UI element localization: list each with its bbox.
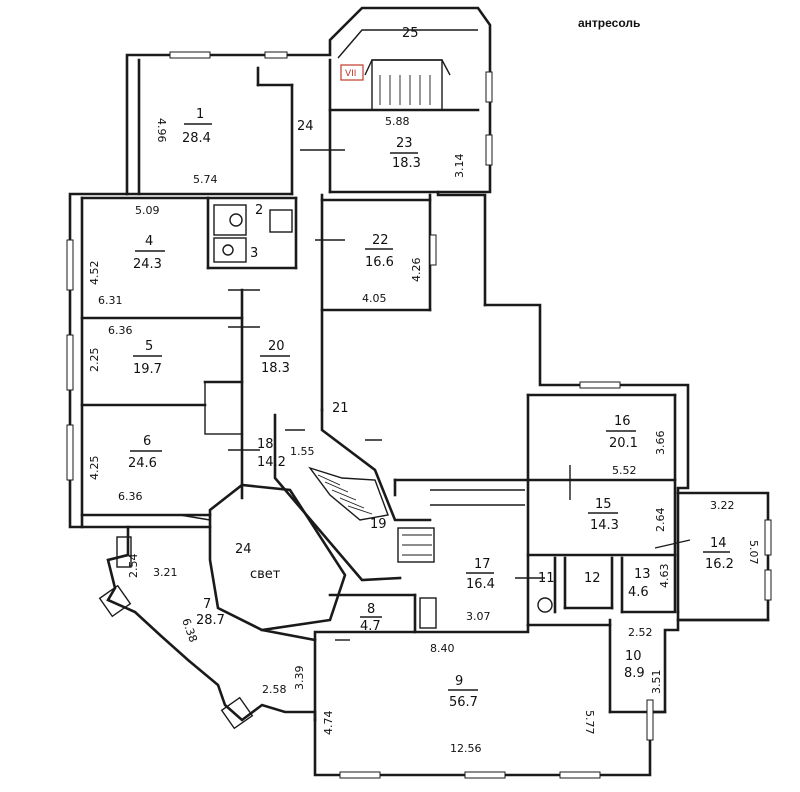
room-13-number: 13 — [634, 567, 651, 582]
room-22-number: 22 — [372, 233, 389, 248]
room-5-area: 19.7 — [133, 362, 162, 377]
room-20-number: 20 — [268, 339, 285, 354]
dim-3-07: 3.07 — [466, 610, 491, 623]
dim-4-52: 4.52 — [88, 261, 101, 286]
dim-5-77: 5.77 — [583, 710, 596, 735]
dim-5-88: 5.88 — [385, 115, 410, 128]
room-9-number: 9 — [455, 674, 463, 689]
room-14-number: 14 — [710, 536, 727, 551]
light-well-number: 24 — [235, 542, 252, 557]
dim-4-96: 4.96 — [155, 118, 168, 143]
room-4-number: 4 — [145, 234, 153, 249]
room-11-number: 11 — [538, 571, 555, 586]
room-9-area: 56.7 — [449, 695, 478, 710]
room-7-number: 7 — [203, 597, 211, 612]
room-14-area: 16.2 — [705, 557, 734, 572]
dim-2-25: 2.25 — [88, 348, 101, 373]
room-20-area: 18.3 — [261, 361, 290, 376]
dim-1-55: 1.55 — [290, 445, 315, 458]
room-10-number: 10 — [625, 649, 642, 664]
room-16-number: 16 — [614, 414, 631, 429]
room-15-area: 14.3 — [590, 518, 619, 533]
dim-4-25: 4.25 — [88, 456, 101, 481]
windows — [66, 51, 772, 779]
dim-4-74: 4.74 — [322, 711, 335, 736]
dim-5-52: 5.52 — [612, 464, 637, 477]
interior-walls — [80, 29, 680, 722]
section-mark: VII — [340, 64, 364, 81]
room-8-number: 8 — [367, 602, 375, 617]
dim-8-40: 8.40 — [430, 642, 455, 655]
dim-4-05: 4.05 — [362, 292, 387, 305]
room-25-number: 25 — [402, 26, 419, 41]
dim-3-66: 3.66 — [654, 431, 667, 456]
dim-3-21: 3.21 — [153, 566, 178, 579]
room-12-number: 12 — [584, 571, 601, 586]
dim-5-74: 5.74 — [193, 173, 218, 186]
room-17-number: 17 — [474, 557, 491, 572]
dim-2-54: 2.54 — [127, 554, 140, 579]
room-3-number: 3 — [250, 246, 258, 261]
room-4-area: 24.3 — [133, 257, 162, 272]
room-21-number: 21 — [332, 401, 349, 416]
room-labels: 1 28.4 2 3 4 24.3 5 19.7 6 24.6 7 28.7 8… — [128, 26, 734, 710]
door-markers — [179, 149, 691, 641]
room-1-area: 28.4 — [182, 131, 211, 146]
room-7-area: 28.7 — [196, 613, 225, 628]
dim-3-51: 3.51 — [650, 670, 663, 695]
room-23-area: 18.3 — [392, 156, 421, 171]
dim-4-63: 4.63 — [658, 564, 671, 589]
dim-3-39: 3.39 — [293, 666, 306, 691]
room-23-number: 23 — [396, 136, 413, 151]
room-24-number: 24 — [297, 119, 314, 134]
room-2-number: 2 — [255, 203, 263, 218]
room-13-area: 4.6 — [628, 585, 649, 600]
stair-hatch — [317, 75, 432, 556]
dim-12-56: 12.56 — [450, 742, 482, 755]
room-19-number: 19 — [370, 517, 387, 532]
room-17-area: 16.4 — [466, 577, 495, 592]
room-16-area: 20.1 — [609, 436, 638, 451]
dim-5-09: 5.09 — [135, 204, 160, 217]
dim-2-58: 2.58 — [262, 683, 287, 696]
room-5-number: 5 — [145, 339, 153, 354]
room-22-area: 16.6 — [365, 255, 394, 270]
outer-walls — [68, 6, 770, 777]
room-6-number: 6 — [143, 434, 151, 449]
dimension-labels: 5.74 4.96 5.88 3.14 5.09 4.52 6.31 4.26 … — [88, 115, 760, 755]
plan-title: антресоль — [578, 16, 640, 30]
dim-6-31: 6.31 — [98, 294, 123, 307]
dim-2-52: 2.52 — [628, 626, 653, 639]
dim-3-22: 3.22 — [710, 499, 735, 512]
room-18-number: 18 — [257, 437, 274, 452]
room-8-area: 4.7 — [360, 619, 381, 634]
room-1-number: 1 — [196, 107, 204, 122]
room-18-area: 14.2 — [257, 455, 286, 470]
dim-2-64: 2.64 — [654, 508, 667, 533]
dim-6-36-top: 6.36 — [108, 324, 133, 337]
room-10-area: 8.9 — [624, 666, 645, 681]
dim-6-36-bottom: 6.36 — [118, 490, 143, 503]
dim-3-14: 3.14 — [453, 154, 466, 179]
light-well-label: свет — [250, 567, 281, 582]
dim-4-26: 4.26 — [410, 258, 423, 283]
section-mark-label: VII — [345, 69, 356, 79]
room-15-number: 15 — [595, 497, 612, 512]
dim-5-07: 5.07 — [747, 540, 760, 565]
room-6-area: 24.6 — [128, 456, 157, 471]
